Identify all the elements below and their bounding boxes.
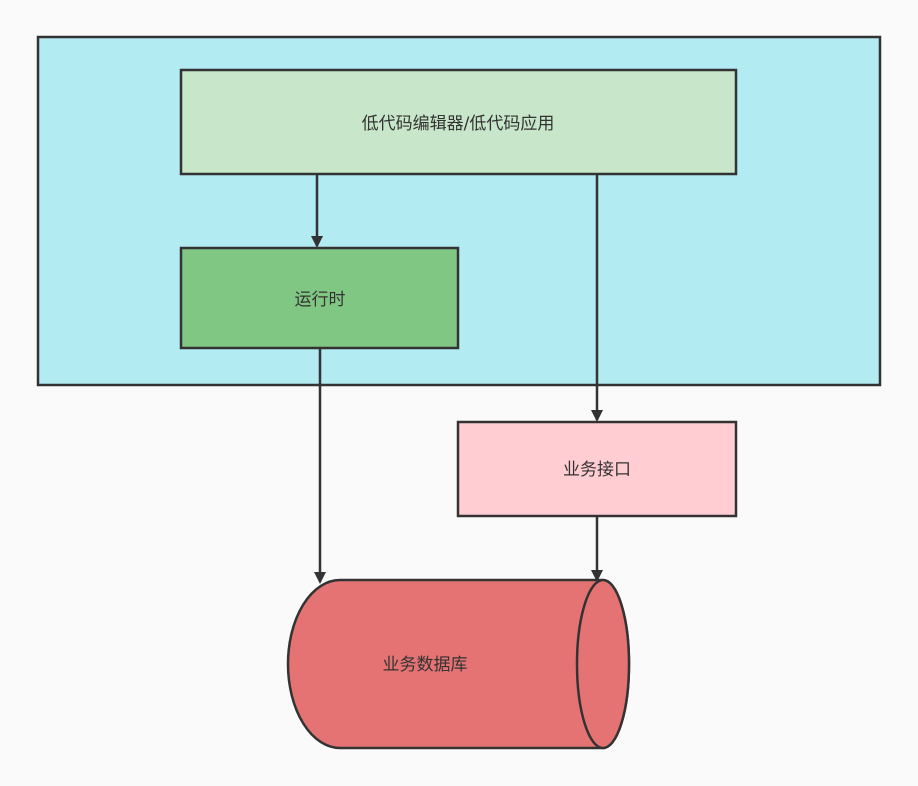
database-node: 业务数据库 xyxy=(286,578,631,750)
editor-node: 低代码编辑器/低代码应用 xyxy=(179,68,738,176)
editor-label: 低代码编辑器/低代码应用 xyxy=(362,114,555,134)
runtime-box xyxy=(179,246,460,350)
api-node: 业务接口 xyxy=(456,420,738,518)
database-label: 业务数据库 xyxy=(383,655,468,675)
api-label: 业务接口 xyxy=(563,460,631,480)
runtime-node: 运行时 xyxy=(179,246,460,350)
editor-box xyxy=(179,68,738,176)
api-box xyxy=(456,420,738,518)
runtime-label: 运行时 xyxy=(295,290,346,310)
database-cap xyxy=(575,578,631,750)
